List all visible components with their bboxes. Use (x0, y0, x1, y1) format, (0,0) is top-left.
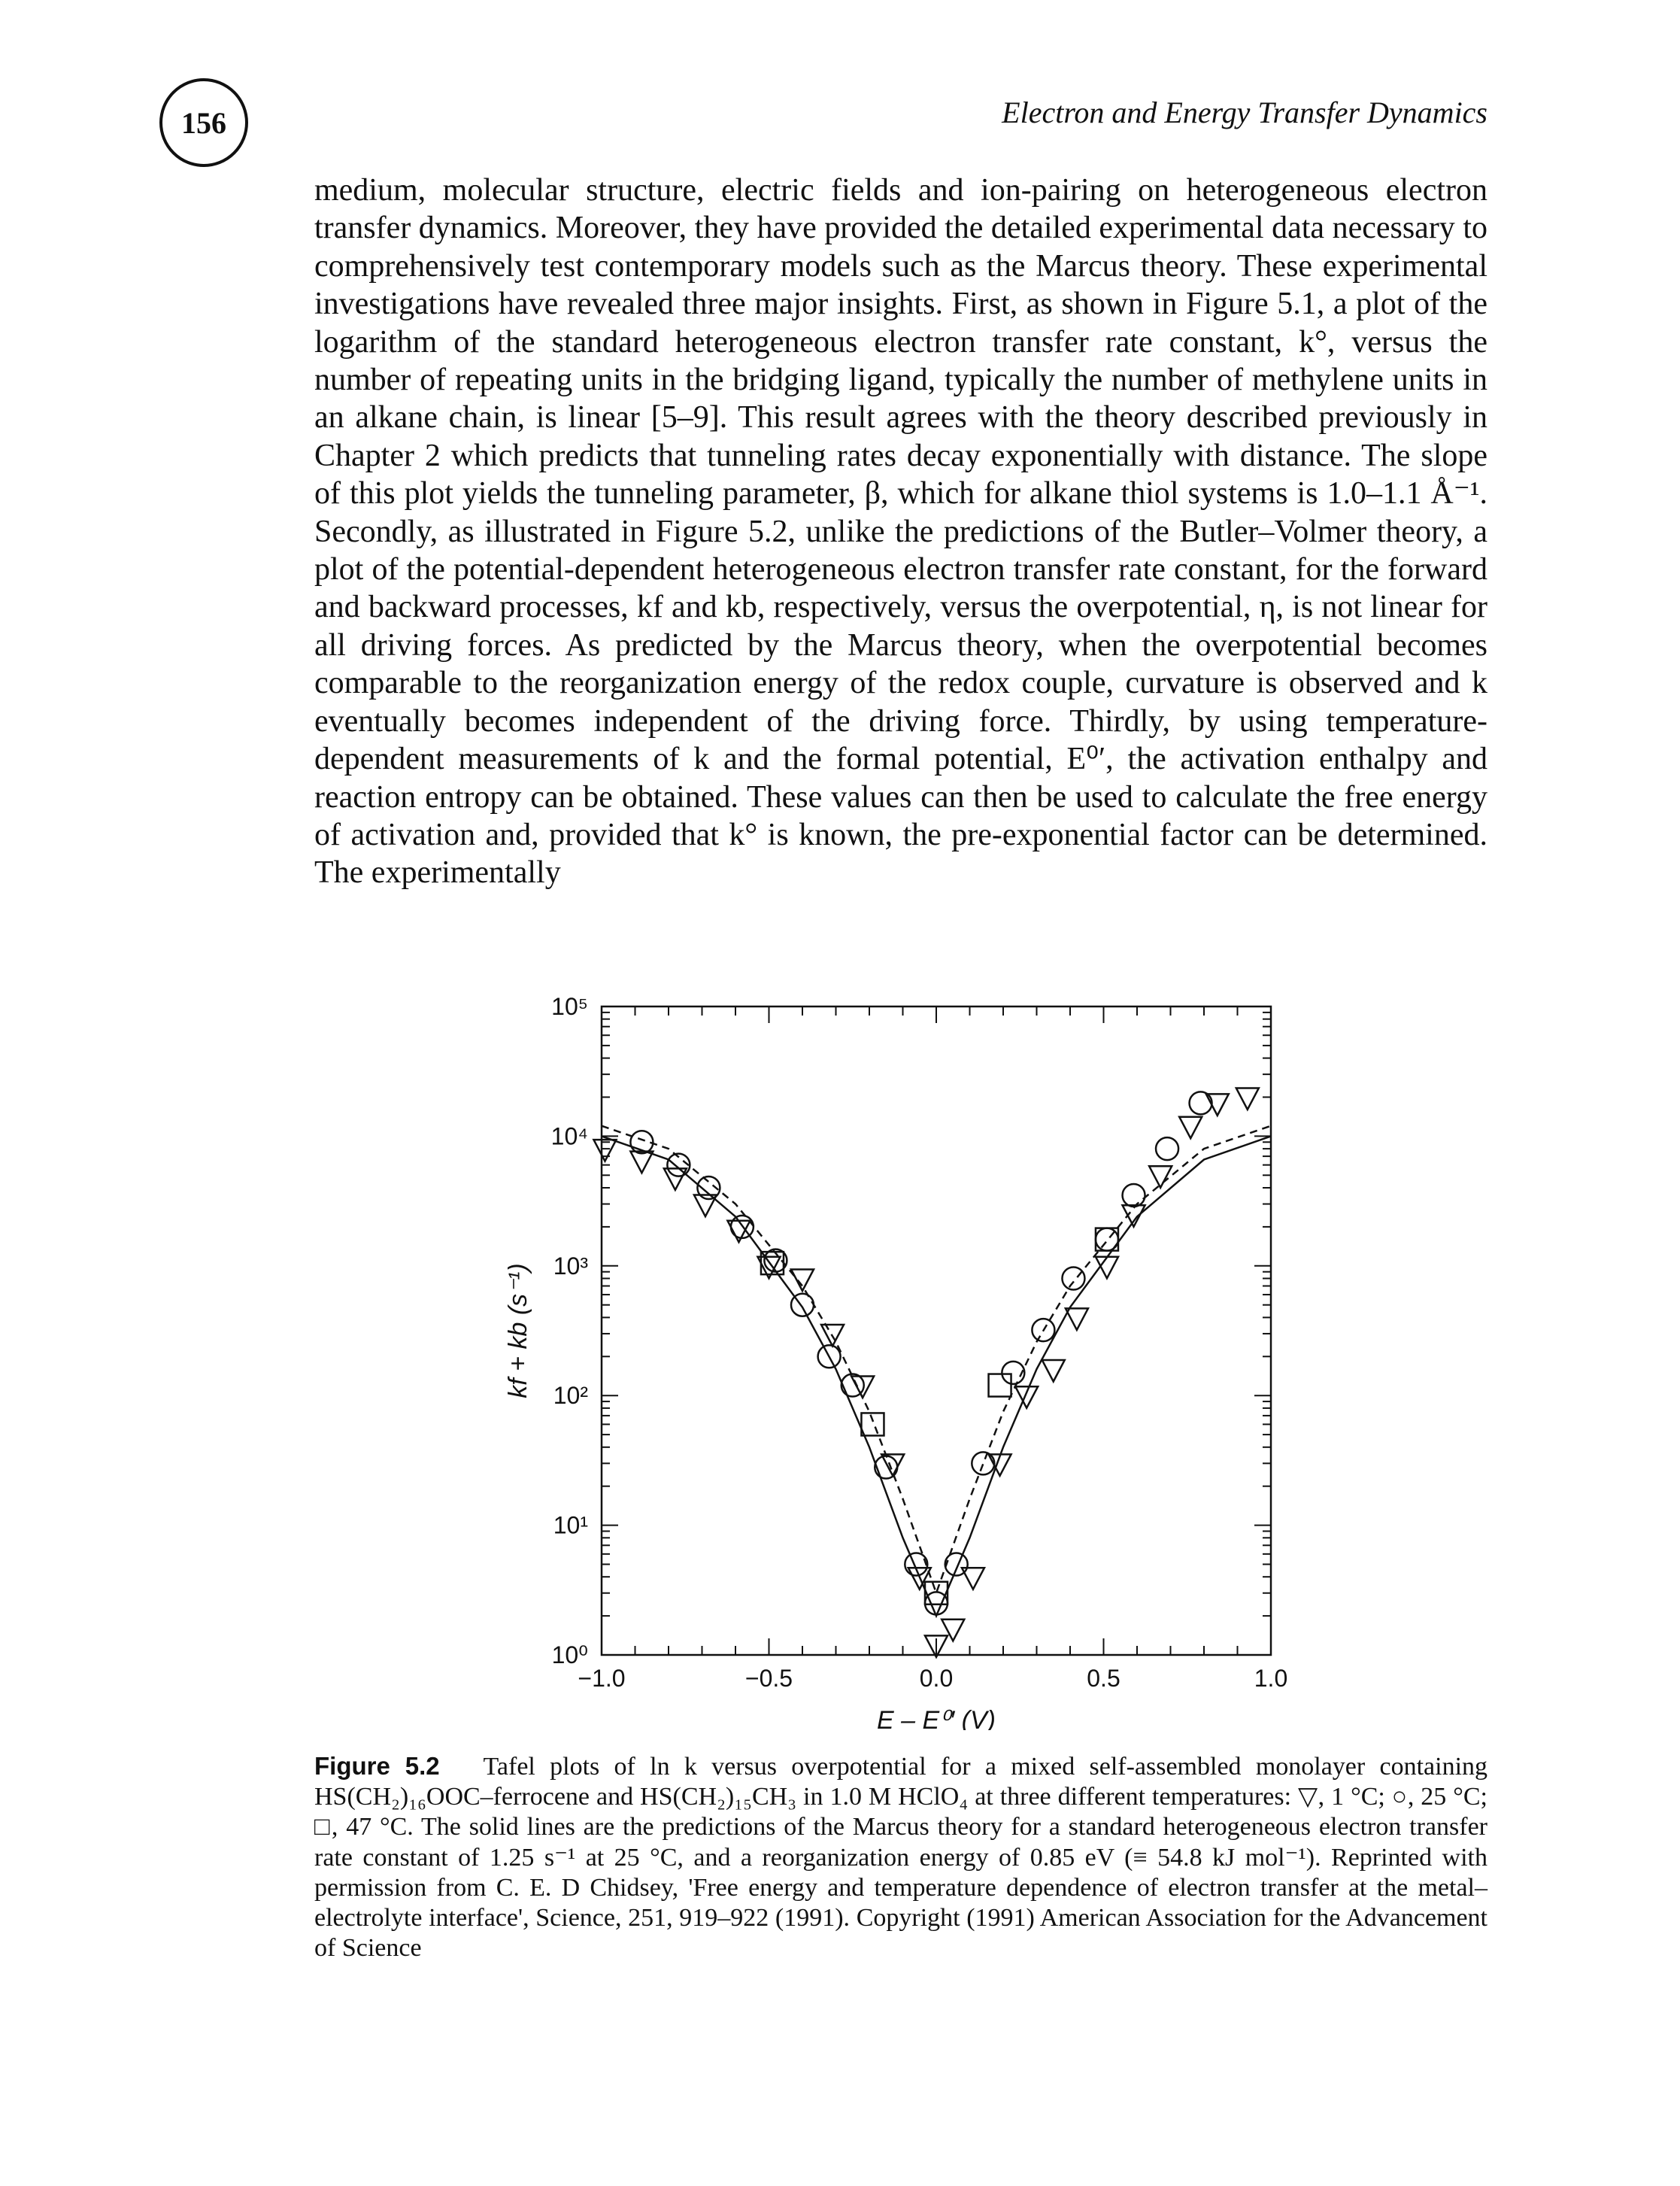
data-point-circle (1121, 1183, 1146, 1208)
figure-5-2: −1.0 −0.5 0.0 0.5 1.0 10⁰ 10¹ 10² 10³ 10⁴ 10⁵ E – E… (481, 978, 1354, 1730)
data-point-circle (944, 1552, 969, 1577)
caption-text: Tafel plots of ln k versus overpotential… (314, 1753, 1488, 1963)
data-point-triangle-down (1121, 1204, 1147, 1229)
data-point-square (1094, 1227, 1120, 1252)
y-tick-label: 10³ (553, 1252, 589, 1280)
y-tick-label: 10⁴ (551, 1122, 588, 1149)
data-point-square (760, 1250, 785, 1276)
data-point-triangle-down (756, 1255, 782, 1280)
data-point-circle (1154, 1136, 1180, 1161)
data-point-triangle-down (1148, 1165, 1174, 1190)
data-point-triangle-down (1014, 1385, 1040, 1410)
data-point-circle (923, 1591, 949, 1616)
x-tick-label: −0.5 (745, 1665, 793, 1692)
x-axis-label: E – E⁰′ (V) (877, 1706, 996, 1730)
data-point-triangle-down (923, 1635, 950, 1659)
data-point-triangle-down (1093, 1255, 1121, 1280)
data-point-triangle-down (1040, 1359, 1066, 1384)
data-point-triangle-down (940, 1618, 966, 1643)
data-point-triangle-down (789, 1268, 816, 1293)
data-point-triangle-down (819, 1323, 846, 1349)
data-point-circle (1094, 1227, 1120, 1252)
data-point-triangle-down (1178, 1116, 1204, 1140)
data-point-circle (696, 1175, 721, 1201)
data-point-triangle-down (662, 1167, 688, 1192)
data-point-circle (729, 1214, 755, 1240)
data-point-circle (840, 1373, 865, 1398)
data-point-circle (1188, 1091, 1213, 1116)
caption-label: Figure 5.2 (314, 1752, 440, 1780)
body-text: medium, molecular structure, electric fi… (314, 172, 1487, 892)
data-point-circle (904, 1552, 929, 1577)
y-tick-label: 10¹ (553, 1512, 588, 1539)
data-point-triangle-down (1234, 1087, 1260, 1112)
data-point-circle (817, 1344, 842, 1369)
data-point-square (987, 1373, 1012, 1398)
plot-frame (600, 1005, 1272, 1656)
figure-caption: Figure 5.2 Tafel plots of ln k versus ov… (314, 1751, 1487, 1963)
data-point-circle (790, 1292, 815, 1317)
running-title: Electron and Energy Transfer Dynamics (1002, 96, 1487, 129)
data-point-circle (971, 1451, 996, 1476)
data-point-circle (629, 1130, 654, 1155)
data-point-circle (1061, 1266, 1086, 1291)
body-paragraph: medium, molecular structure, electric fi… (314, 173, 1487, 891)
x-tick-label: 1.0 (1254, 1665, 1287, 1692)
theory-curve-dashed (601, 1125, 1272, 1596)
data-point-circle (763, 1248, 788, 1273)
data-point-triangle-down (1063, 1307, 1090, 1332)
data-point-triangle-down (692, 1194, 719, 1219)
data-point-circle (1001, 1360, 1026, 1386)
y-tick-label: 10² (553, 1382, 589, 1409)
data-point-circle (874, 1455, 899, 1480)
tafel-plot: −1.0 −0.5 0.0 0.5 1.0 10⁰ 10¹ 10² 10³ 10⁴ 10⁵ E – E… (504, 993, 1287, 1730)
x-tick-label: 0.0 (920, 1665, 953, 1692)
y-axis-label: kf + kb (s⁻¹) (504, 1263, 532, 1398)
y-tick-label: 10⁵ (551, 993, 588, 1020)
x-tick-label: −1.0 (578, 1665, 625, 1692)
data-point-triangle-down (880, 1453, 906, 1478)
data-point-triangle-down (960, 1566, 987, 1592)
data-point-circle (1031, 1317, 1056, 1343)
page-number: 156 (159, 78, 248, 167)
data-point-triangle-down (592, 1138, 618, 1164)
data-point-triangle-down (629, 1150, 655, 1175)
data-point-triangle-down (850, 1375, 876, 1400)
data-point-triangle-down (906, 1566, 932, 1592)
data-point-triangle-down (726, 1219, 752, 1244)
y-tick-label: 10⁰ (552, 1641, 588, 1668)
data-point-square (923, 1580, 949, 1605)
data-point-square (860, 1412, 885, 1437)
data-point-circle (666, 1152, 691, 1177)
x-tick-label: 0.5 (1087, 1665, 1120, 1692)
